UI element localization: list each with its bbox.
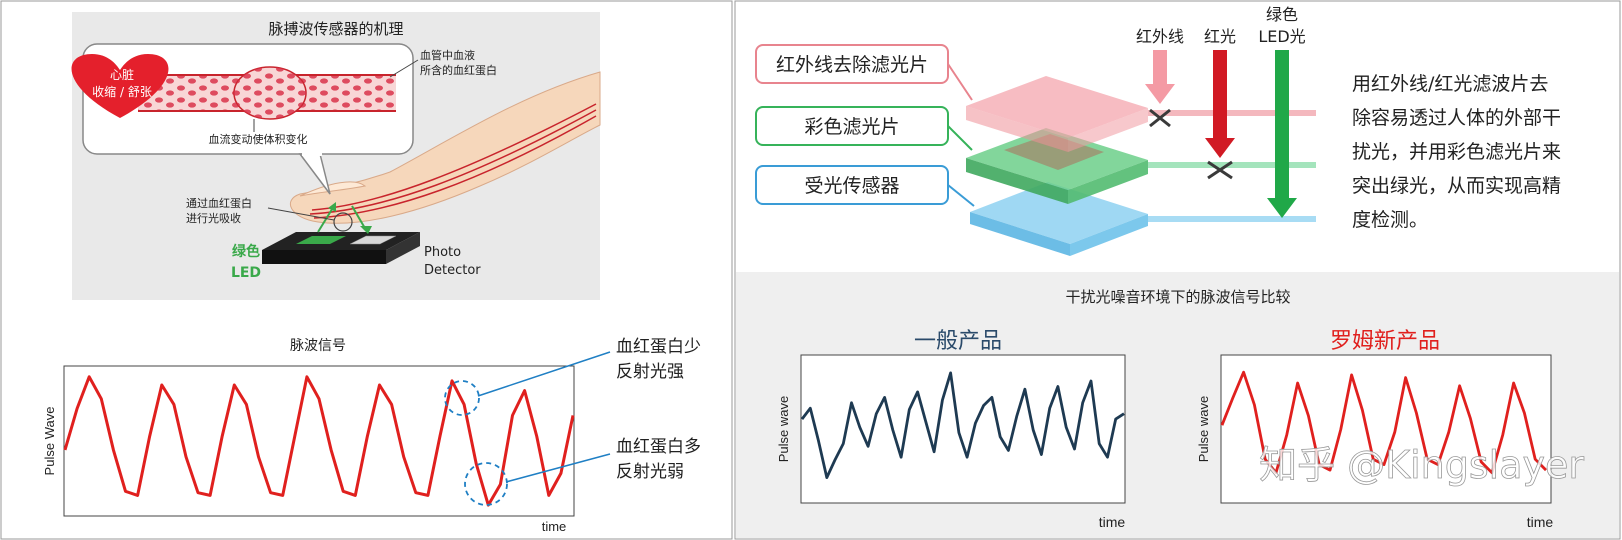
beam-green-label-2: LED光 bbox=[1258, 27, 1305, 46]
sensor-beam-line bbox=[1148, 216, 1316, 222]
callout-line-low bbox=[477, 351, 611, 397]
callout-circle-low bbox=[444, 380, 480, 416]
mechanism-diagram: 脉搏波传感器的机理 心脏 收缩 / 舒张 血管中血液 所含的血红蛋白 血流变动使… bbox=[71, 12, 601, 300]
general-chart-frame bbox=[800, 354, 1126, 504]
comparison-section: 干扰光噪音环境下的脉波信号比较 一般产品 Pulse wave time 罗姆新… bbox=[736, 272, 1619, 538]
absorption-spot bbox=[333, 212, 353, 232]
right-panel-frame bbox=[734, 0, 1621, 540]
left-panel-frame bbox=[0, 0, 733, 540]
pulse-signal-xlabel: time bbox=[542, 519, 567, 534]
red-arrow bbox=[1213, 50, 1227, 140]
ir-filter-layer-top bbox=[966, 76, 1148, 138]
photo-label-2: Detector bbox=[424, 263, 481, 278]
sensor-chip-front bbox=[262, 250, 386, 264]
beam-ir-label: 红外线 bbox=[1136, 27, 1184, 46]
green-arrow bbox=[1275, 50, 1289, 200]
description-line-1: 用红外线/红光滤波片去 bbox=[1352, 73, 1548, 95]
description-line-2: 除容易透过人体的外部干 bbox=[1352, 107, 1561, 129]
rohm-chart-ylabel: Pulse wave bbox=[1196, 396, 1211, 462]
led-label-1: 绿色 bbox=[232, 243, 260, 260]
sensor-layer-top bbox=[970, 182, 1148, 244]
vessel-label-2: 所含的血红蛋白 bbox=[420, 63, 497, 77]
ir-filter-layer bbox=[1068, 108, 1148, 152]
description-line-4: 突出绿光，从而实现高精 bbox=[1352, 175, 1561, 197]
note-low-1: 血红蛋白少 bbox=[616, 337, 701, 357]
red-beam-line bbox=[1148, 162, 1316, 168]
ir-blocked-mark bbox=[1149, 108, 1171, 128]
layer-sensor-label: 受光传感器 bbox=[804, 175, 899, 197]
beam-red-label: 红光 bbox=[1204, 27, 1236, 46]
ir-arrow bbox=[1153, 50, 1167, 86]
watermark: 知乎 @Kingslayer bbox=[1259, 443, 1584, 487]
heart-label-2: 收缩 / 舒张 bbox=[92, 84, 152, 99]
sensor-layer bbox=[1070, 214, 1148, 256]
heart-label-1: 心脏 bbox=[110, 67, 134, 82]
beam-green-label-1: 绿色 bbox=[1266, 5, 1298, 24]
pulse-signal-frame bbox=[63, 365, 575, 517]
description-line-3: 扰光，并用彩色滤光片来 bbox=[1352, 141, 1561, 163]
general-product-series bbox=[800, 371, 1125, 480]
general-chart-xlabel: time bbox=[1099, 514, 1126, 530]
volume-change-label: 血流变动使体积变化 bbox=[209, 132, 308, 146]
ir-beam-line bbox=[1148, 110, 1316, 116]
mechanism-title: 脉搏波传感器的机理 bbox=[268, 20, 403, 38]
rohm-product-series bbox=[1220, 370, 1547, 475]
pulse-signal-ylabel: Pulse Wave bbox=[42, 407, 57, 476]
note-high-2: 反射光弱 bbox=[616, 462, 684, 482]
photo-detector bbox=[349, 235, 397, 245]
callout-circle-high bbox=[464, 462, 508, 506]
color-filter-layer bbox=[1068, 160, 1148, 204]
label-box-ir bbox=[755, 44, 949, 84]
general-product-title: 一般产品 bbox=[914, 329, 1002, 354]
photo-label-1: Photo bbox=[424, 245, 461, 260]
pulse-signal-title: 脉波信号 bbox=[290, 338, 346, 354]
pulse-signal-chart: 脉波信号 Pulse Wave time 血红蛋白少 反射光强 血红蛋白多 反射… bbox=[42, 337, 701, 534]
absorb-label-1: 通过血红蛋白 bbox=[186, 196, 252, 210]
finger-vessel-line-2 bbox=[309, 109, 597, 215]
led-label-2: LED bbox=[231, 265, 261, 281]
vessel-label-1: 血管中血液 bbox=[420, 48, 475, 62]
finger-shape bbox=[289, 71, 601, 224]
comparison-title: 干扰光噪音环境下的脉波信号比较 bbox=[1065, 288, 1290, 306]
red-blocked-mark bbox=[1207, 160, 1233, 180]
finger-vessel-line-3 bbox=[313, 115, 597, 219]
callout-line-high bbox=[505, 453, 611, 483]
green-led bbox=[296, 236, 346, 244]
absorb-label-2: 进行光吸收 bbox=[186, 211, 241, 225]
description-line-5: 度检测。 bbox=[1352, 209, 1428, 231]
layer-color-label: 彩色滤光片 bbox=[804, 116, 899, 138]
note-high-1: 血红蛋白多 bbox=[616, 437, 701, 457]
rohm-chart-frame bbox=[1220, 354, 1552, 504]
filter-description: 用红外线/红光滤波片去 除容易透过人体的外部干 扰光，并用彩色滤光片来 突出绿光… bbox=[1352, 73, 1567, 231]
general-chart-ylabel: Pulse wave bbox=[776, 396, 791, 462]
rohm-chart-xlabel: time bbox=[1527, 514, 1554, 530]
note-low-2: 反射光强 bbox=[616, 362, 684, 382]
finger-vessel-line-1 bbox=[311, 103, 597, 211]
heart-icon bbox=[71, 54, 169, 118]
layer-ir-label: 红外线去除滤光片 bbox=[776, 54, 928, 76]
rohm-product-title: 罗姆新产品 bbox=[1330, 329, 1440, 354]
filter-diagram: 红外线去除滤光片 彩色滤光片 受光传感器 红外线 红光 绿色 LED光 用红外线… bbox=[755, 5, 1567, 256]
